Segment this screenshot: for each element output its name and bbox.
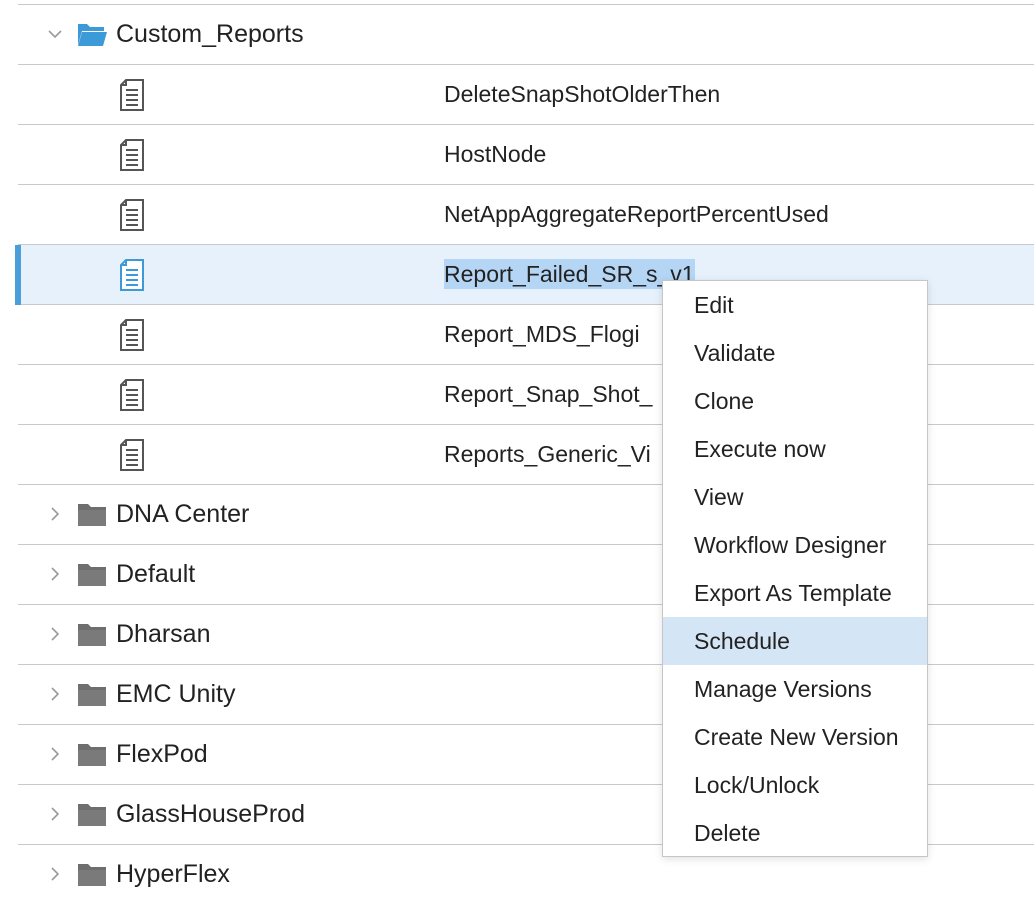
- document-icon: [120, 379, 144, 411]
- chevron-right-icon[interactable]: [46, 865, 64, 883]
- chevron-right-icon[interactable]: [46, 805, 64, 823]
- chevron-down-icon[interactable]: [46, 25, 64, 43]
- tree-folder-default[interactable]: Default: [18, 545, 1034, 605]
- menu-item-manage-versions[interactable]: Manage Versions: [694, 676, 872, 702]
- folder-icon: [78, 504, 106, 526]
- chevron-right-icon[interactable]: [46, 505, 64, 523]
- tree-file-row[interactable]: DeleteSnapShotOlderThen: [18, 65, 1034, 125]
- tree-folder-hyperflex[interactable]: HyperFlex: [18, 845, 1034, 904]
- tree-folder-dna-center[interactable]: DNA Center: [18, 485, 1034, 545]
- menu-item-workflow-designer[interactable]: Workflow Designer: [694, 532, 887, 558]
- folder-open-icon: [78, 24, 107, 46]
- document-icon: [120, 259, 144, 291]
- tree-file-row[interactable]: NetAppAggregateReportPercentUsed: [18, 185, 1034, 245]
- document-icon: [120, 199, 144, 231]
- tree-divider: [18, 4, 1034, 5]
- menu-item-validate[interactable]: Validate: [694, 340, 776, 366]
- file-label: HostNode: [444, 141, 547, 167]
- folder-icon: [78, 564, 106, 586]
- file-label: Report_MDS_Flogi: [444, 321, 640, 347]
- file-label: Report_Snap_Shot_: [444, 381, 653, 407]
- chevron-right-icon[interactable]: [46, 565, 64, 583]
- menu-item-view[interactable]: View: [694, 484, 744, 510]
- file-label: NetAppAggregateReportPercentUsed: [444, 201, 829, 227]
- folder-icon: [78, 684, 106, 706]
- tree-folder-custom-reports[interactable]: Custom_Reports: [18, 5, 1034, 65]
- document-icon: [120, 79, 144, 111]
- menu-item-delete[interactable]: Delete: [694, 820, 761, 846]
- folder-label: Custom_Reports: [116, 20, 304, 48]
- tree-file-row[interactable]: Reports_Generic_Vi: [18, 425, 1034, 485]
- menu-item-edit[interactable]: Edit: [694, 292, 734, 318]
- tree-file-row[interactable]: Report_Snap_Shot_: [18, 365, 1034, 425]
- folder-label: FlexPod: [116, 740, 208, 768]
- tree-folder-dharsan[interactable]: Dharsan: [18, 605, 1034, 665]
- menu-item-schedule[interactable]: Schedule: [663, 617, 927, 665]
- menu-item-export-as-template[interactable]: Export As Template: [694, 580, 892, 606]
- menu-item-execute-now[interactable]: Execute now: [694, 436, 826, 462]
- folder-label: EMC Unity: [116, 680, 236, 708]
- folder-label: HyperFlex: [116, 860, 230, 888]
- chevron-right-icon[interactable]: [46, 625, 64, 643]
- folder-icon: [78, 804, 106, 826]
- folder-icon: [78, 744, 106, 766]
- tree-folder-emc-unity[interactable]: EMC Unity: [18, 665, 1034, 725]
- folder-label: GlassHouseProd: [116, 800, 305, 828]
- folder-icon: [78, 864, 106, 886]
- chevron-right-icon[interactable]: [46, 685, 64, 703]
- folder-label: Default: [116, 560, 196, 588]
- tree-folder-flexpod[interactable]: FlexPod: [18, 725, 1034, 785]
- chevron-right-icon[interactable]: [46, 745, 64, 763]
- folder-label: DNA Center: [116, 500, 250, 528]
- tree-folder-glasshouseprod[interactable]: GlassHouseProd: [18, 785, 1034, 845]
- folder-label: Dharsan: [116, 620, 211, 648]
- tree-file-row[interactable]: HostNode: [18, 125, 1034, 185]
- document-icon: [120, 139, 144, 171]
- document-icon: [120, 439, 144, 471]
- menu-item-clone[interactable]: Clone: [694, 388, 755, 414]
- context-menu: Edit Validate Clone Execute now View Wor…: [662, 280, 928, 857]
- file-label: DeleteSnapShotOlderThen: [444, 81, 721, 107]
- folder-icon: [78, 624, 106, 646]
- document-icon: [120, 319, 144, 351]
- tree-file-row[interactable]: Report_MDS_Flogi: [18, 305, 1034, 365]
- file-label: Reports_Generic_Vi: [444, 441, 651, 467]
- file-label: Report_Failed_SR_s_v1: [444, 259, 695, 289]
- menu-item-lock-unlock[interactable]: Lock/Unlock: [694, 772, 820, 798]
- menu-item-create-new-version[interactable]: Create New Version: [694, 724, 899, 750]
